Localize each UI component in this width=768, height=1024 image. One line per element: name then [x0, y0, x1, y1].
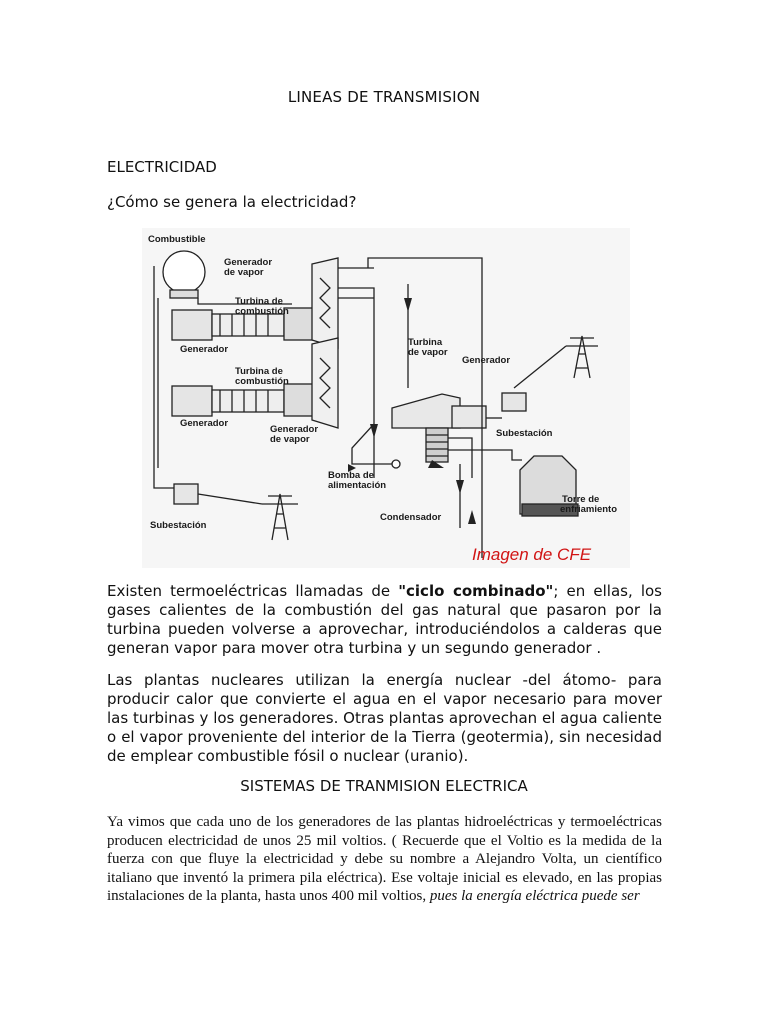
label-subestacion-1: Subestación — [496, 428, 553, 439]
p1-text-before: Existen termoeléctricas llamadas de — [107, 582, 399, 600]
feed-pump-shape — [391, 459, 401, 469]
steam-turbine-shape — [391, 393, 461, 429]
substation-2-shape — [173, 483, 199, 505]
combined-cycle-diagram: Combustible Generador de vapor Turbina d… — [142, 228, 630, 568]
tower-2-shape — [262, 493, 298, 541]
label-generador-1: Generador — [180, 344, 228, 355]
label-turbina-comb-1a: Turbina de — [235, 296, 283, 307]
label-torre-a: Torre de — [562, 494, 599, 505]
tower-1-shape — [566, 335, 598, 379]
label-bomba-b: alimentación — [328, 480, 386, 491]
label-torre-b: enfriamiento — [560, 504, 617, 515]
label-generador-vapor-1b: de vapor — [224, 267, 264, 278]
p1-text-after: ; en ellas, los gases calientes de la co… — [107, 582, 663, 657]
label-generador-vapor-1a: Generador — [224, 257, 272, 268]
label-generador-3: Generador — [462, 355, 510, 366]
label-turbina-comb-2b: combustión — [235, 376, 289, 387]
fuel-tank-shape — [162, 250, 206, 294]
label-combustible: Combustible — [148, 234, 206, 245]
generator-1-shape — [171, 309, 213, 341]
p1-bold-term: "ciclo combinado" — [398, 582, 554, 600]
label-turbina-comb-1b: combustión — [235, 306, 289, 317]
label-turbina-vapor-a: Turbina — [408, 337, 443, 348]
section-heading-electricidad: ELECTRICIDAD — [107, 158, 217, 176]
label-generador-vapor-2b: de vapor — [270, 434, 310, 445]
label-turbina-comb-2a: Turbina de — [235, 366, 283, 377]
paragraph-ciclo-combinado: Existen termoeléctricas llamadas de "cic… — [107, 582, 662, 658]
label-condensador: Condensador — [380, 512, 442, 523]
label-generador-2: Generador — [180, 418, 228, 429]
document-title: LINEAS DE TRANSMISION — [287, 88, 481, 106]
label-bomba-a: Bomba de — [328, 470, 374, 481]
paragraph-plantas-nucleares: Las plantas nucleares utilizan la energí… — [107, 671, 662, 765]
label-turbina-vapor-b: de vapor — [408, 347, 448, 358]
question-heading: ¿Cómo se genera la electricidad? — [107, 193, 357, 211]
condenser-shape — [425, 427, 449, 463]
p3-text-italic: pues la energía eléctrica puede ser — [429, 888, 640, 904]
generator-2-shape — [171, 385, 213, 417]
paragraph-sistemas-transmision: Ya vimos que cada uno de los generadores… — [107, 813, 662, 906]
section-heading-sistemas: SISTEMAS DE TRANMISION ELECTRICA — [240, 777, 528, 795]
p3-text-normal: Ya vimos que cada uno de los generadores… — [107, 814, 662, 904]
image-credit: Imagen de CFE — [472, 545, 592, 564]
label-subestacion-2: Subestación — [150, 520, 207, 531]
cooling-tower-shape — [519, 455, 577, 515]
substation-1-shape — [501, 392, 527, 412]
diagram-svg: Combustible Generador de vapor Turbina d… — [148, 234, 617, 564]
label-generador-vapor-2a: Generador — [270, 424, 318, 435]
